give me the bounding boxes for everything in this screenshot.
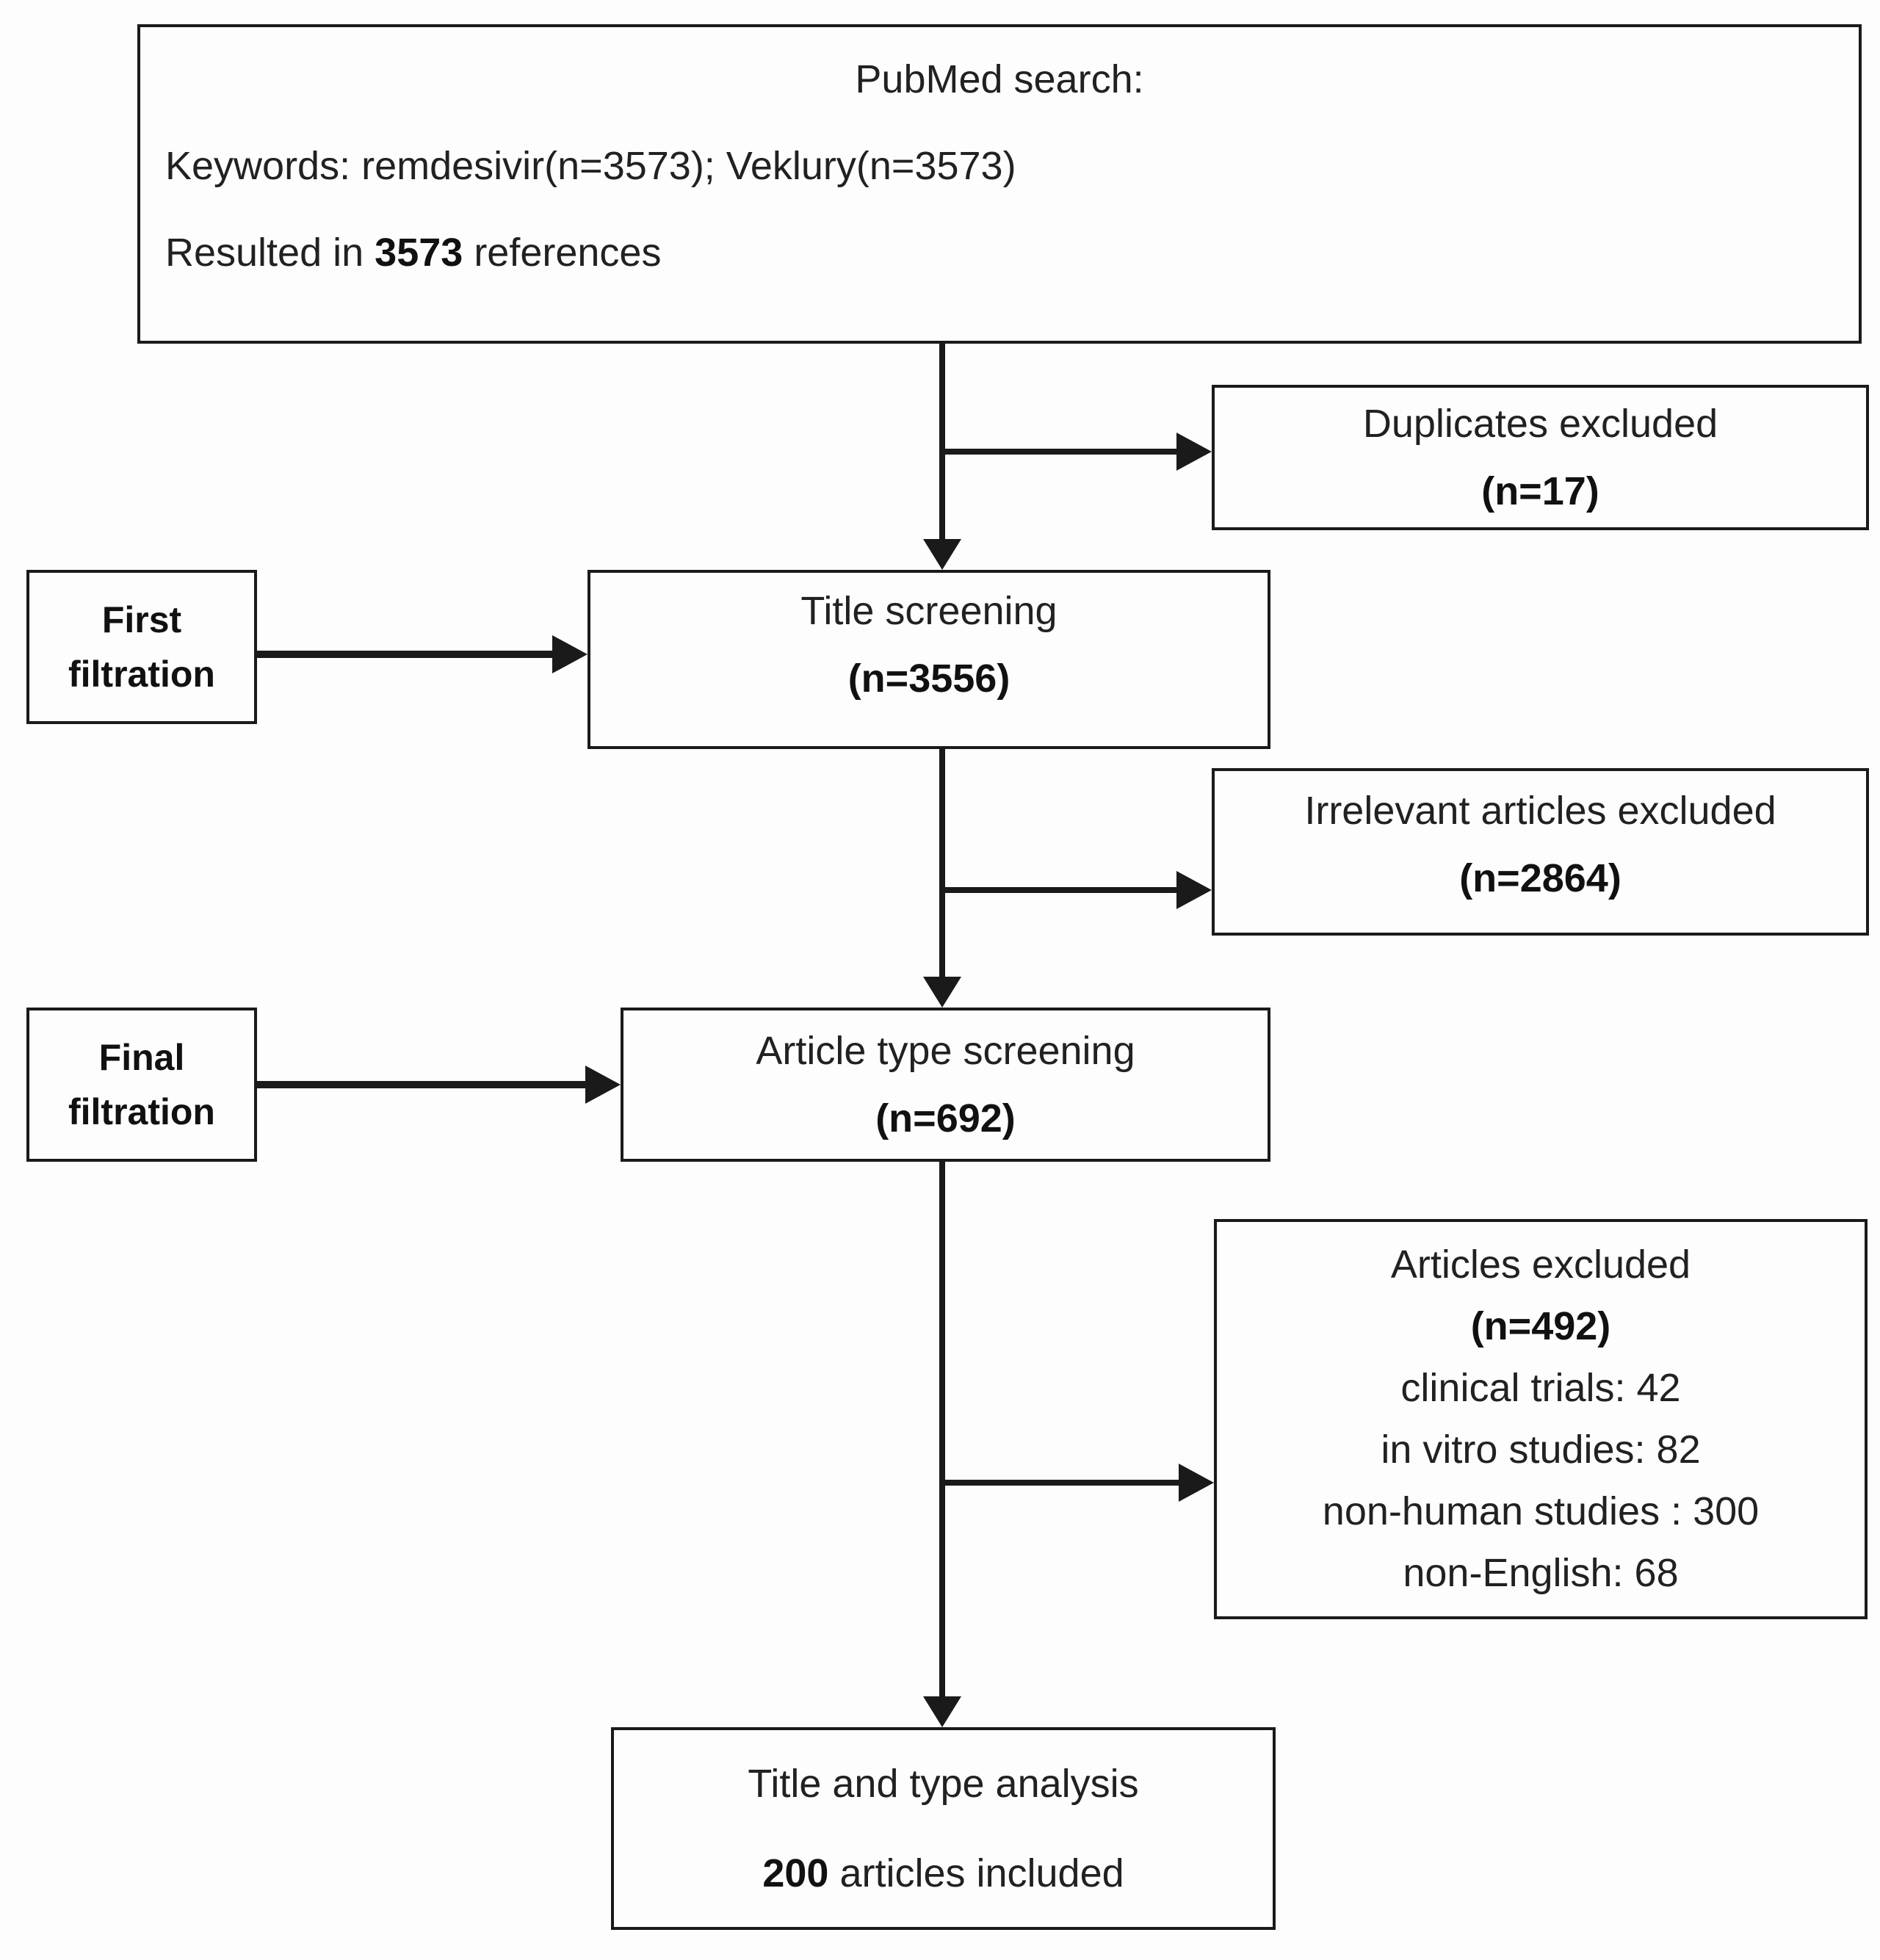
right-arrowhead-icon xyxy=(585,1066,621,1104)
irrelevant-label: Irrelevant articles excluded xyxy=(1304,789,1776,833)
right-arrowhead-icon xyxy=(1179,1464,1214,1502)
duplicates-branch-connector xyxy=(942,449,1176,455)
pubmed-search-title: PubMed search: xyxy=(855,57,1144,101)
title-screening-box: Title screening (n=3556) xyxy=(588,570,1270,749)
title-screening-count: (n=3556) xyxy=(847,657,1010,701)
down-arrowhead-icon xyxy=(923,1696,961,1727)
final-filtration-arrow-connector xyxy=(257,1081,585,1088)
title-screening-label: Title screening xyxy=(800,589,1058,633)
excluded-non-english: non-English: 68 xyxy=(1403,1551,1679,1595)
excluded-in-vitro: in vitro studies: 82 xyxy=(1381,1428,1701,1472)
excluded-non-human: non-human studies : 300 xyxy=(1322,1489,1760,1533)
irrelevant-count: (n=2864) xyxy=(1459,856,1622,900)
article-type-label: Article type screening xyxy=(756,1029,1135,1073)
title-to-articletype-connector xyxy=(939,749,945,978)
first-filtration-box: First filtration xyxy=(26,570,257,724)
pubmed-search-box: PubMed search: Keywords: remdesivir(n=35… xyxy=(137,24,1862,344)
down-arrowhead-icon xyxy=(923,539,961,570)
pubmed-result-line: Resulted in 3573 references xyxy=(165,231,662,275)
duplicates-excluded-box: Duplicates excluded (n=17) xyxy=(1212,385,1869,530)
first-filtration-arrow-connector xyxy=(257,651,552,658)
included-count: 200 xyxy=(762,1851,829,1895)
final-filtration-box: Final filtration xyxy=(26,1008,257,1162)
right-arrowhead-icon xyxy=(1176,871,1212,909)
pubmed-keywords-line: Keywords: remdesivir(n=3573); Veklury(n=… xyxy=(165,144,1016,188)
final-analysis-count-line: 200 articles included xyxy=(762,1851,1124,1895)
final-analysis-box: Title and type analysis 200 articles inc… xyxy=(611,1727,1276,1930)
final-analysis-label: Title and type analysis xyxy=(748,1762,1139,1806)
article-type-count: (n=692) xyxy=(875,1096,1016,1140)
irrelevant-articles-box: Irrelevant articles excluded (n=2864) xyxy=(1212,768,1869,936)
irrelevant-branch-connector xyxy=(942,887,1176,893)
right-arrowhead-icon xyxy=(1176,433,1212,471)
excluded-count: (n=492) xyxy=(1470,1304,1611,1348)
pubmed-to-title-connector xyxy=(939,344,945,542)
excluded-clinical-trials: clinical trials: 42 xyxy=(1400,1366,1681,1410)
article-type-screening-box: Article type screening (n=692) xyxy=(621,1008,1270,1162)
excluded-branch-connector xyxy=(942,1480,1179,1486)
duplicates-label: Duplicates excluded xyxy=(1362,402,1718,446)
right-arrowhead-icon xyxy=(552,635,588,673)
excluded-label: Articles excluded xyxy=(1390,1243,1691,1287)
result-count: 3573 xyxy=(375,231,463,275)
articles-excluded-box: Articles excluded (n=492) clinical trial… xyxy=(1214,1219,1868,1619)
duplicates-count: (n=17) xyxy=(1481,469,1599,513)
articletype-to-final-connector xyxy=(939,1162,945,1698)
down-arrowhead-icon xyxy=(923,977,961,1008)
